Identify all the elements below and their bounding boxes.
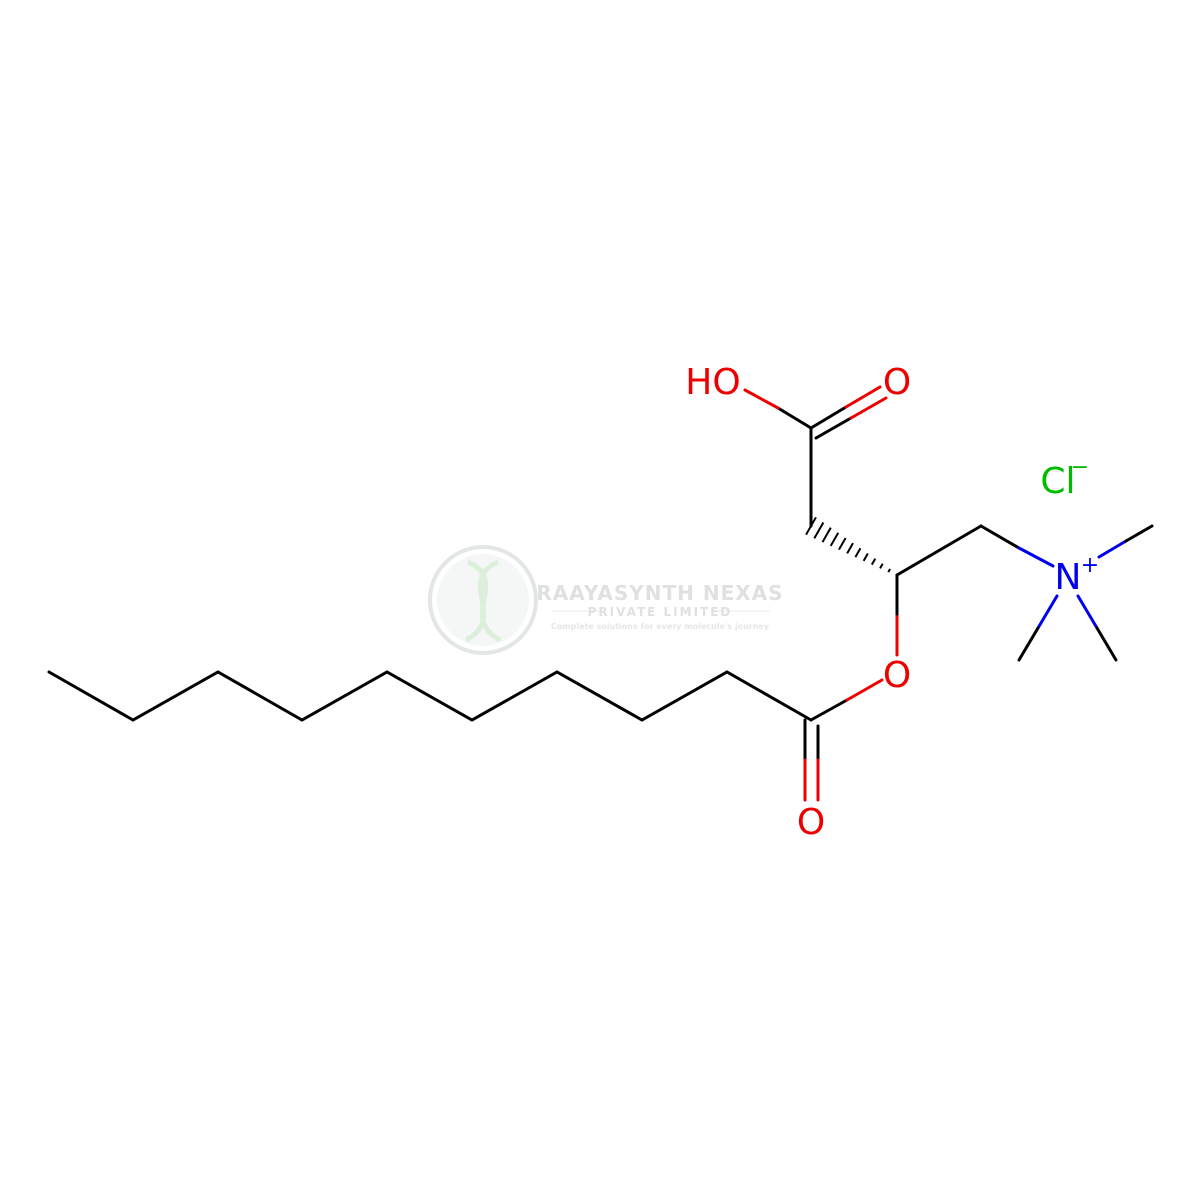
hashed-wedge-bond xyxy=(805,516,891,573)
ester-carbonyl-bond xyxy=(803,718,820,802)
watermark: RAAYASYNTH NEXAS PRIVATE LIMITED Complet… xyxy=(428,545,783,655)
acid-hydroxyl-bond xyxy=(743,388,813,430)
alkyl-chain xyxy=(47,670,813,722)
hash-stroke xyxy=(838,537,847,551)
hash-stroke xyxy=(870,558,877,566)
hash-stroke xyxy=(862,552,869,562)
ester-oxygen-label: O xyxy=(883,655,911,696)
hydroxyl-label: HO xyxy=(685,362,740,403)
watermark-title: RAAYASYNTH NEXAS xyxy=(536,581,783,605)
acid-carbonyl-bond xyxy=(809,385,888,440)
hash-stroke xyxy=(887,568,891,573)
hash-stroke xyxy=(821,527,832,543)
hash-stroke xyxy=(879,563,884,569)
watermark-subtitle: PRIVATE LIMITED xyxy=(588,605,733,619)
ester-carbonyl-oxygen-label: O xyxy=(797,802,825,843)
hash-stroke xyxy=(854,547,862,558)
nitrogen-label: N xyxy=(1055,557,1082,598)
nitrogen-charge: + xyxy=(1081,553,1099,578)
watermark-tagline: Complete solutions for every molecule's … xyxy=(551,622,770,631)
chloride-label: Cl xyxy=(1040,461,1075,502)
n-methyl-bonds xyxy=(1017,524,1154,662)
hash-stroke xyxy=(829,532,840,547)
chloride-charge: − xyxy=(1071,455,1089,480)
watermark-logo-ring xyxy=(428,545,538,655)
ester-single-bond xyxy=(809,678,884,722)
hash-stroke xyxy=(846,542,854,554)
dna-helix-icon xyxy=(464,559,502,643)
hash-stroke xyxy=(813,521,825,539)
ammonium-chain-bond xyxy=(895,524,1055,577)
acid-carbonyl-oxygen-label: O xyxy=(883,362,911,403)
